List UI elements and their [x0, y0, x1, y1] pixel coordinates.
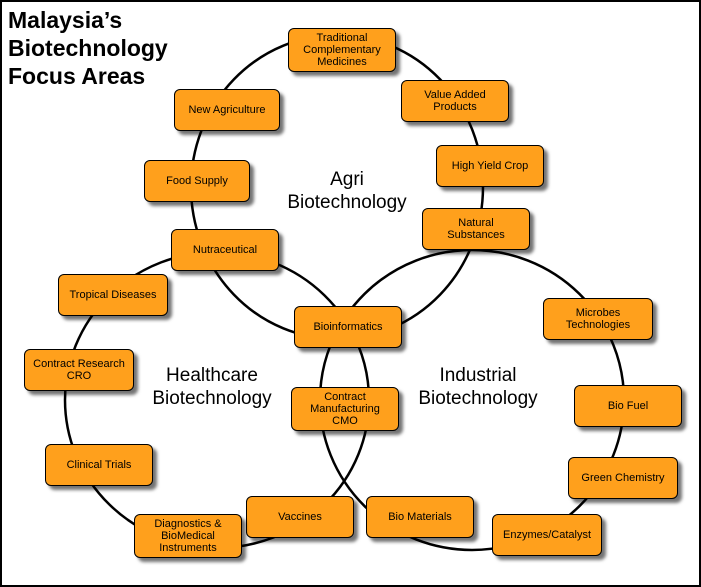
node-natural-substances: Natural Substances — [422, 208, 530, 250]
node-high-yield-crop: High Yield Crop — [436, 145, 544, 187]
node-label: Natural Substances — [447, 217, 505, 241]
node-label: Clinical Trials — [66, 459, 132, 471]
node-label: Enzymes/Catalyst — [502, 529, 592, 541]
diagram-title: Malaysia’s Biotechnology Focus Areas — [8, 6, 168, 90]
node-microbes-technologies: Microbes Technologies — [543, 298, 653, 340]
node-green-chemistry: Green Chemistry — [568, 457, 678, 499]
node-label: Tropical Diseases — [69, 289, 157, 301]
node-clinical-trials: Clinical Trials — [45, 444, 153, 486]
node-label: Contract Manufacturing CMO — [310, 391, 380, 427]
node-bio-materials: Bio Materials — [366, 496, 474, 538]
node-bio-fuel: Bio Fuel — [574, 385, 682, 427]
title-line-1: Malaysia’s — [8, 7, 123, 33]
node-contract-manufacturing: Contract Manufacturing CMO — [291, 387, 399, 431]
node-label: Green Chemistry — [581, 472, 665, 484]
node-label: Bio Materials — [388, 511, 452, 523]
node-label: Nutraceutical — [192, 244, 258, 256]
industrial-biotechnology-label: Industrial Biotechnology — [418, 365, 538, 409]
node-value-added-products: Value Added Products — [401, 80, 509, 122]
node-bioinformatics: Bioinformatics — [294, 306, 402, 348]
node-label: Bio Fuel — [607, 400, 649, 412]
node-tropical-diseases: Tropical Diseases — [58, 274, 168, 316]
node-traditional-medicines: Traditional Complementary Medicines — [288, 28, 396, 72]
node-vaccines: Vaccines — [246, 496, 354, 538]
node-label: New Agriculture — [188, 104, 266, 116]
title-line-3: Focus Areas — [8, 63, 146, 89]
node-label: Value Added Products — [424, 89, 486, 113]
node-nutraceutical: Nutraceutical — [171, 229, 279, 271]
node-label: Contract Research CRO — [33, 358, 125, 382]
node-label: Diagnostics & BioMedical Instruments — [154, 518, 222, 554]
node-label: Bioinformatics — [313, 321, 383, 333]
node-food-supply: Food Supply — [144, 160, 250, 202]
node-label: Traditional Complementary Medicines — [303, 32, 381, 68]
agri-biotechnology-label: Agri Biotechnology — [287, 169, 407, 213]
node-diagnostics: Diagnostics & BioMedical Instruments — [134, 514, 242, 558]
node-label: Food Supply — [166, 175, 228, 187]
node-label: Microbes Technologies — [565, 307, 631, 331]
node-label: High Yield Crop — [451, 160, 529, 172]
healthcare-biotechnology-label: Healthcare Biotechnology — [152, 365, 272, 409]
node-new-agriculture: New Agriculture — [174, 89, 280, 131]
node-contract-research: Contract Research CRO — [24, 349, 134, 391]
node-enzymes-catalyst: Enzymes/Catalyst — [492, 514, 602, 556]
node-label: Vaccines — [278, 511, 322, 523]
title-line-2: Biotechnology — [8, 35, 168, 61]
